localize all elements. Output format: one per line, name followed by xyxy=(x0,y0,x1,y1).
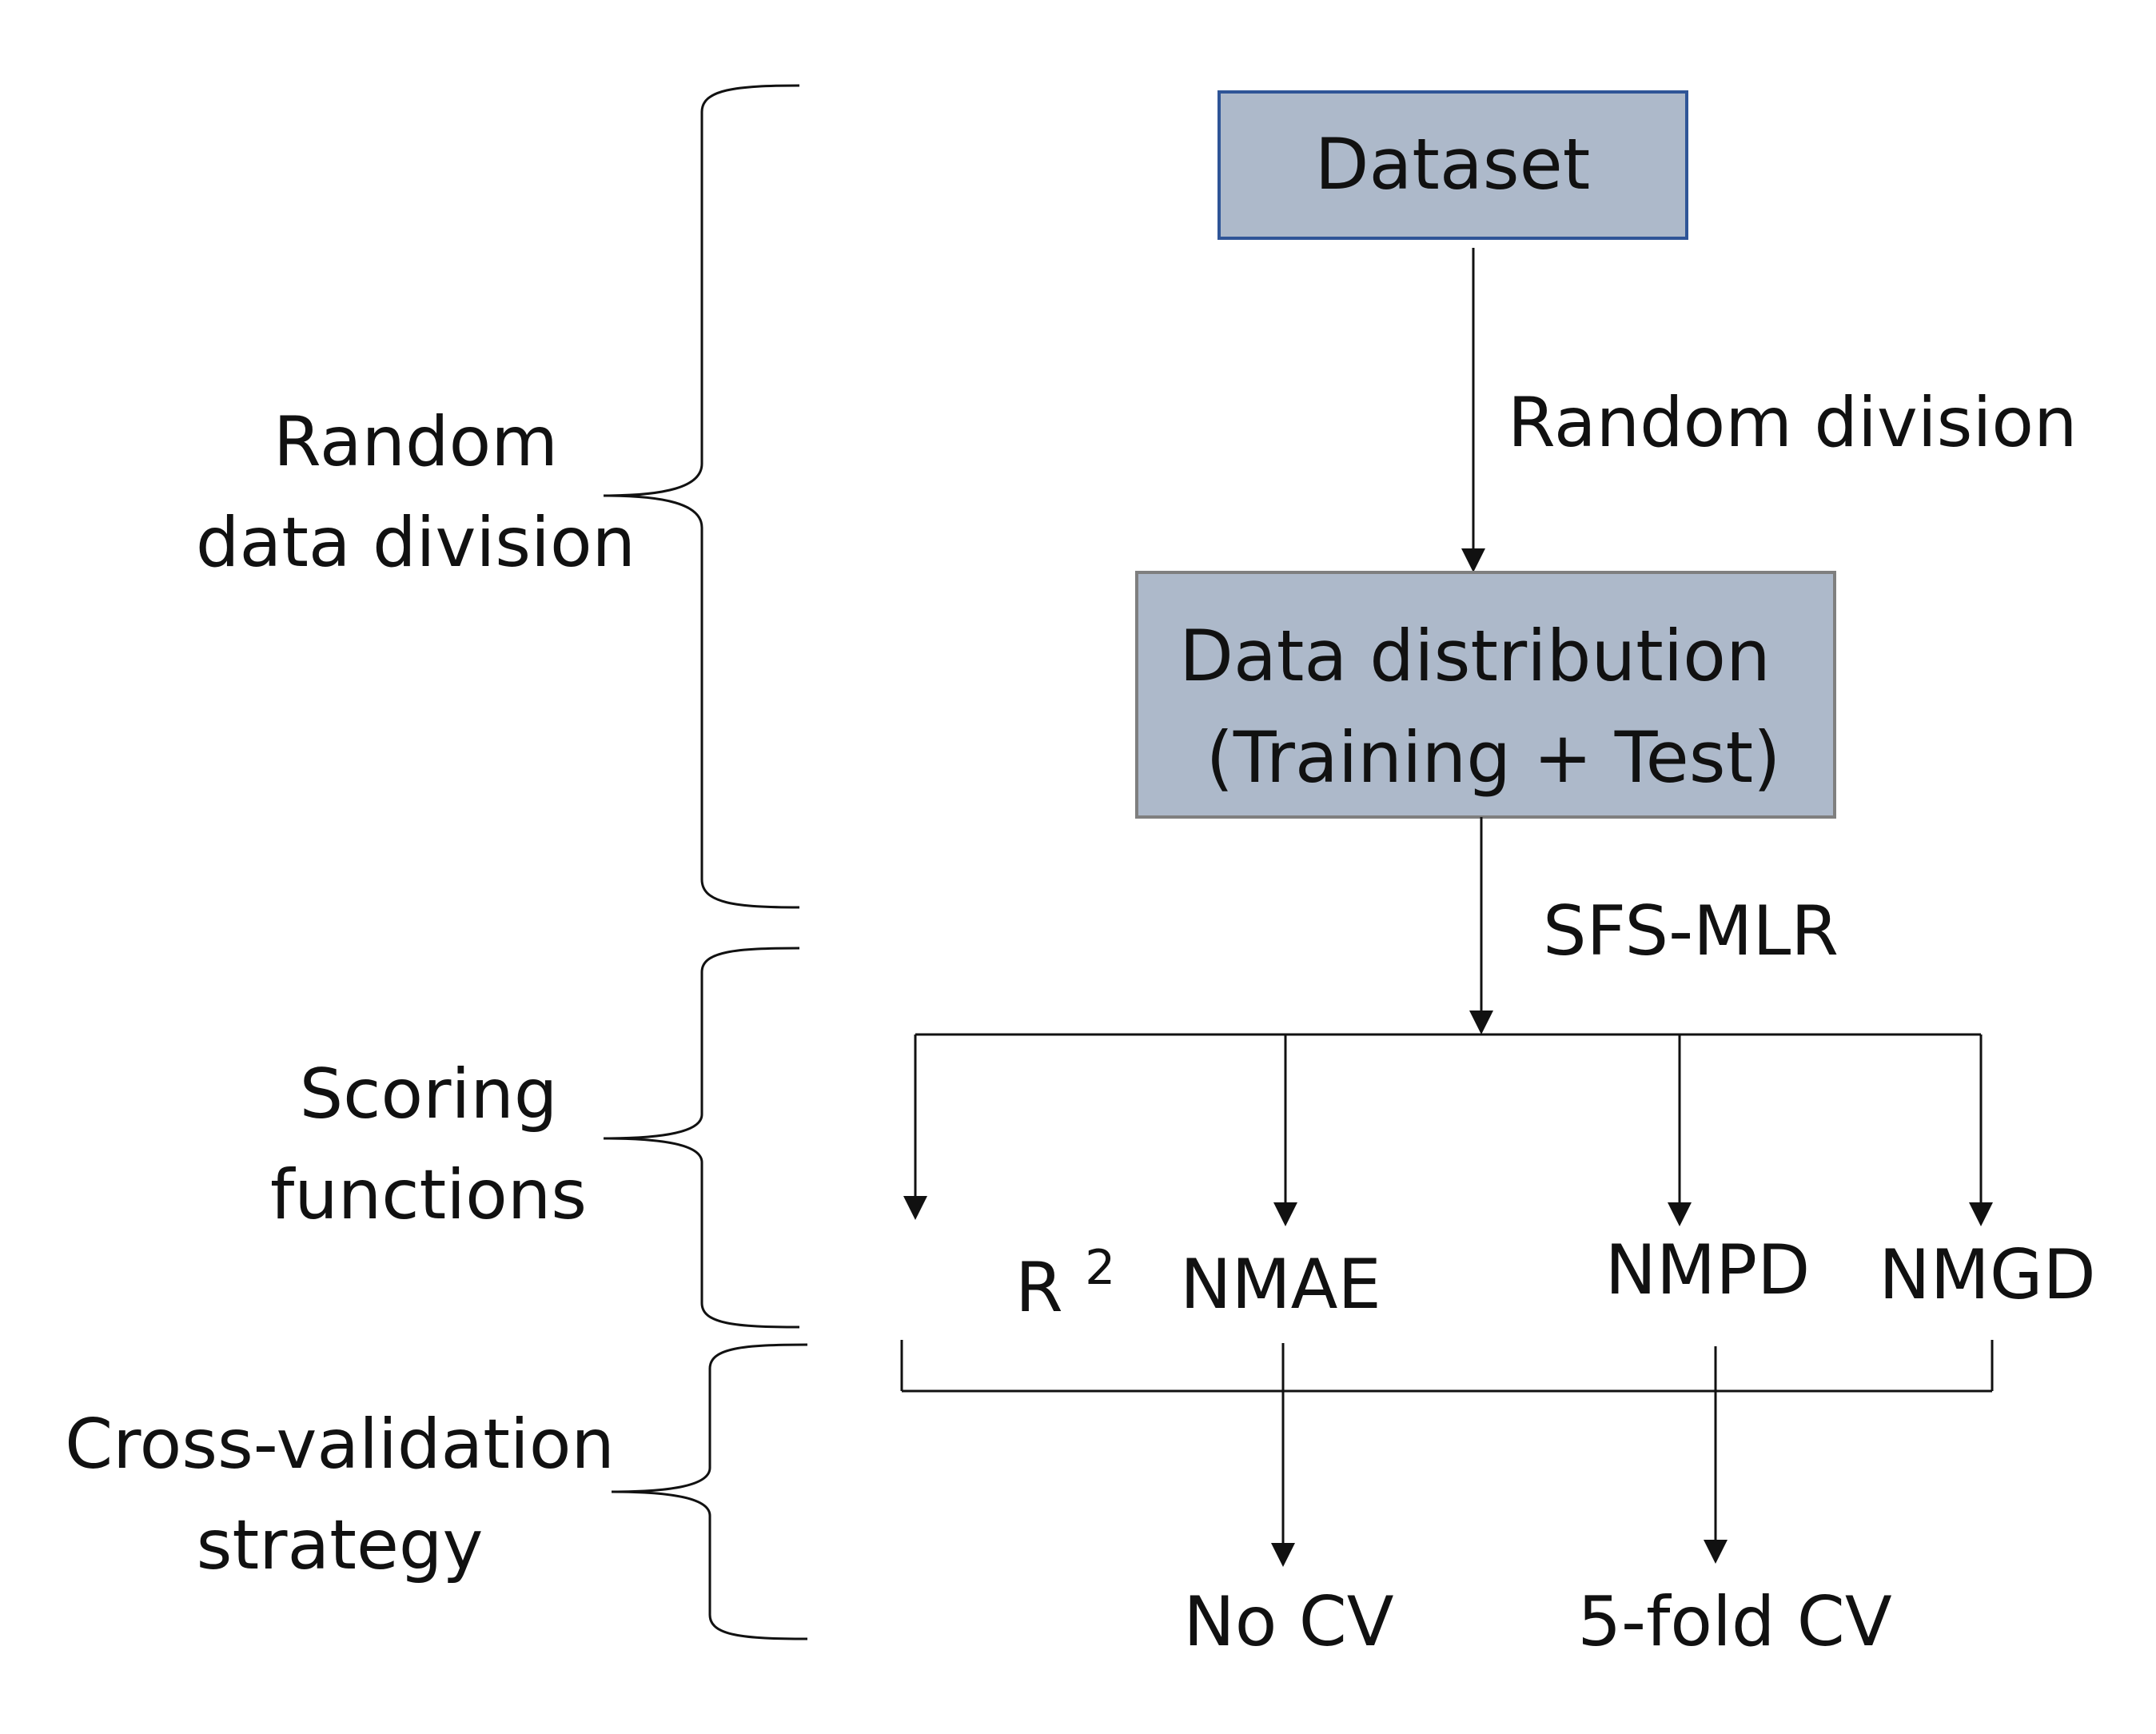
dataset-box xyxy=(1217,90,1688,240)
scoring-nmae-label: NMAE xyxy=(1180,1245,1381,1325)
stage-random-line1: Random xyxy=(273,402,558,482)
stage-cv-line2: strategy xyxy=(197,1505,484,1585)
brace-random-data-division xyxy=(603,84,800,909)
stage-random-line2: data division xyxy=(196,503,636,583)
arrowhead-branch xyxy=(1469,1011,1493,1034)
scoring-r2-base: R xyxy=(1015,1248,1063,1328)
arrowhead-r2 xyxy=(903,1196,927,1220)
stage-cv-line1: Cross-validation xyxy=(65,1405,615,1485)
stage-scoring-line1: Scoring xyxy=(300,1054,558,1134)
edge-label-random-division: Random division xyxy=(1508,383,2077,463)
arrowhead-nmgd xyxy=(1969,1202,1993,1226)
data-distribution-label-line1: Data distribution xyxy=(1179,615,1771,697)
cv-no-cv-label: No CV xyxy=(1183,1582,1393,1662)
arrowhead-no-cv xyxy=(1271,1543,1295,1567)
scoring-nmgd-label: NMGD xyxy=(1879,1235,2095,1315)
arrowhead-nmpd xyxy=(1668,1202,1692,1226)
scoring-r2-label: R 2 xyxy=(1015,1240,1115,1328)
data-distribution-box xyxy=(1135,571,1836,819)
arrowhead-nmae xyxy=(1273,1202,1297,1226)
arrowhead-distribution xyxy=(1461,548,1485,572)
arrowhead-five-fold xyxy=(1704,1540,1728,1564)
scoring-r2-superscript: 2 xyxy=(1085,1240,1115,1296)
edge-label-sfs-mlr: SFS-MLR xyxy=(1543,891,1839,971)
dataset-label: Dataset xyxy=(1315,123,1591,205)
cv-five-fold-label: 5-fold CV xyxy=(1577,1582,1892,1662)
brace-scoring-functions xyxy=(603,947,800,1329)
brace-cross-validation-strategy xyxy=(611,1343,808,1640)
data-distribution-label-line2: (Training + Test) xyxy=(1206,716,1781,799)
scoring-nmpd-label: NMPD xyxy=(1605,1230,1811,1310)
stage-scoring-line2: functions xyxy=(270,1155,587,1235)
